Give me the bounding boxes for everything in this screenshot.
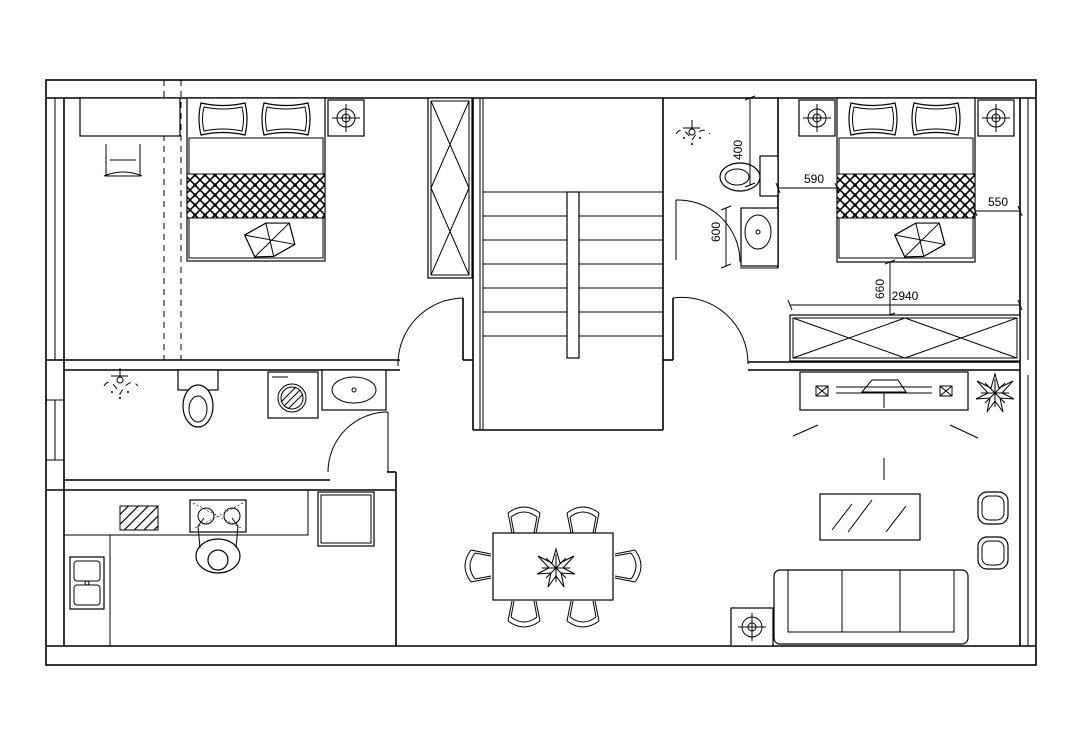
chair-icon	[614, 549, 642, 583]
dim-label-550: 550	[988, 195, 1008, 209]
chair-icon	[566, 600, 600, 628]
dimension-2940: 2940	[787, 289, 1023, 311]
pillow-icon	[848, 102, 898, 136]
stove-icon	[189, 499, 247, 533]
dim-label-600: 600	[709, 222, 723, 242]
fridge-icon	[317, 491, 375, 547]
pillow-icon	[893, 222, 946, 258]
dimension-400: 400	[731, 95, 756, 188]
plant-icon	[975, 373, 1015, 413]
dim-label-400: 400	[731, 140, 745, 160]
bathroom-2: 400 600	[675, 95, 779, 269]
shower-icon	[675, 120, 711, 145]
bedroom-2: 590 550 660 2940	[775, 97, 1023, 362]
desk-chair-icon	[103, 144, 143, 177]
lamp-icon	[977, 99, 1015, 137]
armchair-icon	[977, 536, 1009, 570]
kitchen	[64, 490, 375, 646]
dimension-590: 590	[775, 172, 840, 194]
light-beam-lines	[792, 424, 979, 480]
wardrobe-symbol	[789, 314, 1021, 362]
dim-label-660: 660	[873, 279, 887, 299]
wardrobe-symbol	[427, 97, 473, 279]
dim-label-590: 590	[804, 172, 824, 186]
dining-area	[464, 506, 642, 628]
sink-icon	[69, 556, 105, 610]
chair-icon	[507, 600, 541, 628]
living-area	[730, 371, 1015, 647]
dining-table-symbol	[492, 532, 614, 601]
toilet-icon	[719, 155, 779, 197]
shower-icon	[103, 368, 139, 399]
chair-icon	[507, 506, 541, 534]
bedroom-1	[79, 80, 473, 360]
coffee-table	[819, 493, 921, 541]
washing-machine-icon	[267, 371, 319, 419]
dim-label-2940: 2940	[892, 289, 919, 303]
armchair-icon	[977, 491, 1009, 525]
desk	[79, 97, 181, 137]
lamp-icon	[327, 99, 365, 137]
pillow-icon	[911, 102, 961, 136]
bed-symbol	[836, 97, 976, 263]
doors	[327, 199, 749, 473]
dimension-550: 550	[972, 195, 1023, 217]
bed-symbol	[186, 97, 326, 262]
lamp-icon	[798, 99, 836, 137]
pillow-icon	[198, 102, 248, 136]
sink-icon	[321, 369, 387, 411]
cutting-board	[119, 505, 159, 531]
chair-icon	[464, 549, 492, 583]
floor-lamp-icon	[730, 607, 774, 647]
stair-symbol	[479, 98, 663, 430]
pillow-icon	[261, 102, 311, 136]
dimension-600: 600	[709, 205, 732, 269]
sofa-symbol	[773, 569, 969, 645]
bathroom-1	[103, 368, 387, 428]
chair-icon	[566, 506, 600, 534]
tv-unit-symbol	[799, 371, 969, 411]
toilet-icon	[177, 369, 219, 428]
cook-figure-icon	[195, 517, 241, 574]
pillow-icon	[243, 222, 296, 258]
sink-icon	[740, 207, 779, 267]
